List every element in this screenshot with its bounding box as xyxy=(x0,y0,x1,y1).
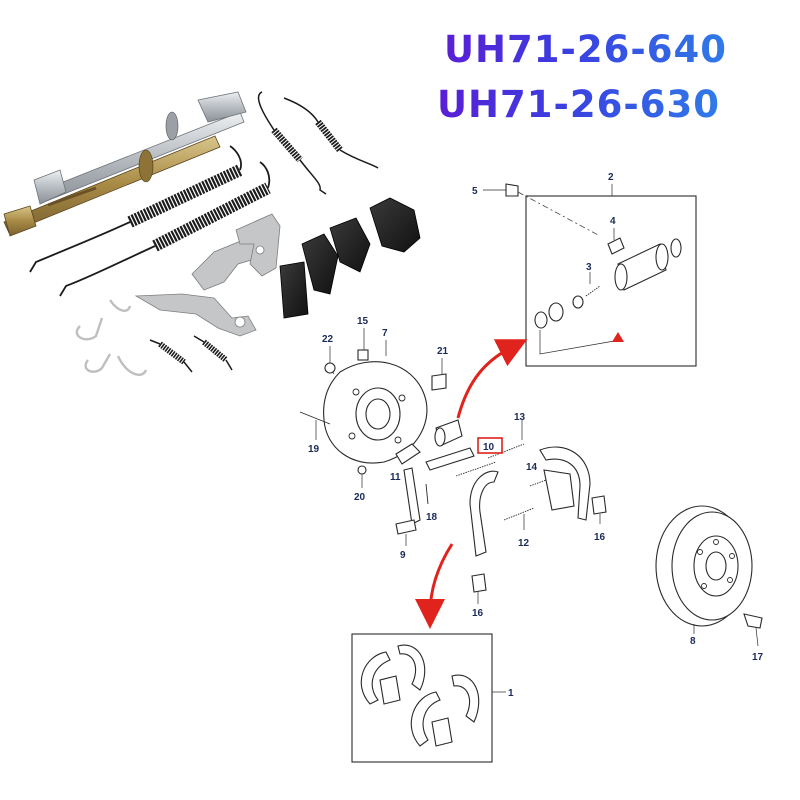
small-springs-bottom xyxy=(149,335,233,373)
small-springs-top xyxy=(257,91,379,195)
callout-10: 10 xyxy=(483,442,495,453)
brake-shoes-inset: 1 xyxy=(351,633,514,763)
brake-drum: 8 17 xyxy=(655,505,764,663)
brackets xyxy=(134,213,281,337)
callout-16-right: 16 xyxy=(594,532,606,543)
part-number-2: UH71-26-630 xyxy=(437,83,720,126)
callout-17: 17 xyxy=(752,652,764,663)
brake-backing-plate: 22 15 7 21 19 20 11 9 18 xyxy=(299,316,607,619)
callout-12: 12 xyxy=(518,538,530,549)
callout-20: 20 xyxy=(354,492,366,503)
callout-19: 19 xyxy=(308,444,320,455)
callout-16-lower: 16 xyxy=(472,608,484,619)
callout-22: 22 xyxy=(322,334,334,345)
wire-clips xyxy=(75,299,148,376)
warning-triangle-icon xyxy=(612,332,624,342)
wheel-cylinder-inset: 2 5 4 3 xyxy=(472,172,697,367)
red-arrow-icon-2 xyxy=(415,543,454,629)
highlight-box xyxy=(477,437,503,454)
callout-15: 15 xyxy=(357,316,369,327)
callout-3: 3 xyxy=(586,262,592,273)
callout-2: 2 xyxy=(608,172,614,183)
part-number-1: UH71-26-640 xyxy=(444,28,727,71)
callout-7: 7 xyxy=(382,328,388,339)
callout-13: 13 xyxy=(514,412,526,423)
red-arrow-icon xyxy=(456,339,528,419)
shoe-clips xyxy=(279,197,421,319)
callout-11: 11 xyxy=(390,472,401,483)
callout-18: 18 xyxy=(426,512,438,523)
callout-8: 8 xyxy=(690,636,696,647)
return-springs xyxy=(29,145,271,297)
callout-4: 4 xyxy=(610,216,616,227)
brake-shoe-left xyxy=(469,470,499,557)
callout-5: 5 xyxy=(472,186,478,197)
adjuster-gold xyxy=(3,135,221,237)
hardware-kit-photo xyxy=(3,91,421,376)
callout-9: 9 xyxy=(400,550,406,561)
callout-1: 1 xyxy=(508,688,514,699)
brake-shoe-right xyxy=(539,446,591,521)
callout-21: 21 xyxy=(437,346,449,357)
callout-14: 14 xyxy=(526,462,538,473)
bleeder-screw xyxy=(505,183,519,197)
